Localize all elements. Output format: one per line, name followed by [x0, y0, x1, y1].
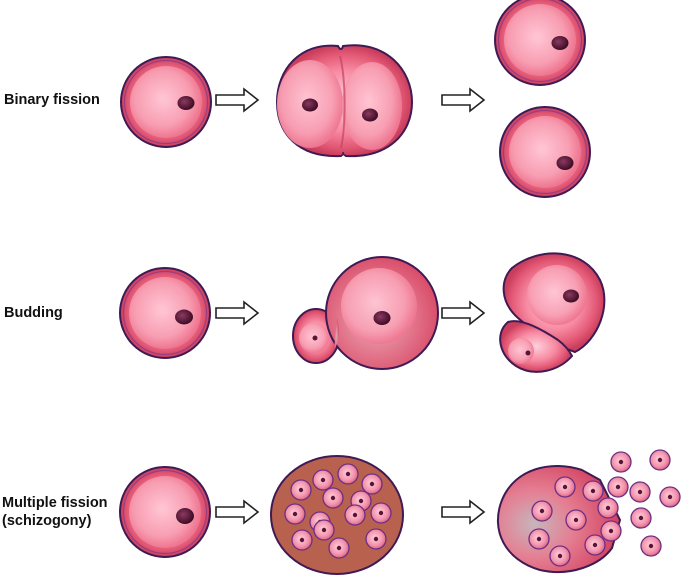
budded-cells: [499, 252, 606, 373]
multiple-fission-row: [119, 449, 681, 575]
dividing-cell: [275, 44, 414, 158]
nucleus: [175, 309, 193, 325]
ruptured-schizont: [497, 449, 681, 574]
arrow-icon: [215, 88, 259, 112]
parent-cell-multiple: [119, 466, 211, 558]
nucleus: [373, 311, 391, 325]
nucleus: [556, 156, 574, 170]
arrow-icon: [215, 500, 259, 524]
schizont: [270, 455, 404, 575]
nucleus: [302, 98, 318, 112]
parent-cell-budding: [119, 267, 211, 359]
arrow-icon: [215, 301, 259, 325]
parent-cell-binary: [120, 56, 212, 148]
binary-fission-label: Binary fission: [4, 92, 100, 108]
arrow-icon: [441, 500, 485, 524]
multiple-fission-label: Multiple fission (schizogony): [2, 495, 108, 529]
budding-cell: [292, 256, 439, 370]
nucleus: [177, 96, 195, 110]
nucleus: [525, 350, 531, 356]
nucleus: [362, 108, 378, 122]
daughter-cell-1: [494, 0, 586, 86]
nucleus: [312, 335, 318, 341]
nucleus: [551, 36, 569, 50]
binary-fission-row: [120, 0, 591, 198]
arrow-icon: [441, 88, 485, 112]
daughter-cell-2: [499, 106, 591, 198]
budding-label: Budding: [4, 305, 63, 321]
nucleus: [563, 289, 579, 303]
nucleus: [176, 508, 194, 524]
arrow-icon: [441, 301, 485, 325]
budding-row: [119, 252, 606, 373]
